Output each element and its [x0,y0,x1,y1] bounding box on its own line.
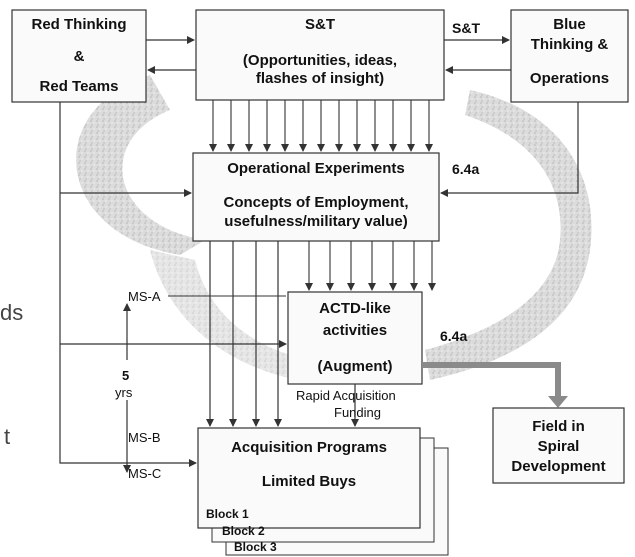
ms-c-label: MS-C [128,466,162,481]
field-line2: Spiral [537,438,580,455]
cut-text-ds: ds [0,300,24,325]
field-line3: Development [511,458,606,475]
opexp-to-actd-arrows [305,241,436,291]
st-box [195,9,445,101]
block-1-label: Block 1 [206,507,249,521]
cut-text-t: t [4,424,11,449]
red-left-feedback [59,102,197,467]
acquisition-box [197,427,421,529]
actd-to-field-arrowhead [548,396,568,408]
st-subtitle2: flashes of insight) [255,70,385,87]
block-2-label: Block 2 [222,524,265,538]
years-unit-label: yrs [115,385,133,400]
acq-line1: Acquisition Programs [231,439,387,456]
actd-box [287,291,423,385]
st-subtitle: (Opportunities, ideas, [242,52,398,69]
block-3-label: Block 3 [234,540,277,554]
rapid-acquisition-label: Rapid Acquisition [296,388,396,403]
acq-line2: Limited Buys [261,473,357,490]
actd-line3: (Augment) [317,358,393,375]
actd-code-label: 6.4a [440,328,468,344]
opexp-to-acq-arrows [206,241,282,427]
st-title: S&T [305,16,335,33]
blue-line1: Blue [553,16,586,33]
st-arrow-label: S&T [452,20,480,36]
red-thinking-box [11,9,147,103]
blue-line3: Operations [529,70,610,87]
blue-line2: Thinking & [530,36,609,53]
actd-line2: activities [322,322,388,339]
opexp-code-label: 6.4a [452,161,480,177]
blue-thinking-box [510,9,629,103]
actd-to-field-arrow [422,362,561,398]
field-line1: Field in [532,418,585,435]
opexp-line2: Concepts of Employment, [223,194,409,211]
field-box [492,407,625,484]
ms-a-label: MS-A [128,289,161,304]
st-to-opexp-arrows [209,100,433,152]
years-number-label: 5 [122,368,130,383]
opexp-title: Operational Experiments [227,160,405,177]
red-thinking-line3: Red Teams [39,78,119,95]
blue-to-opexp-arrow [440,102,579,197]
funding-label: Funding [334,405,381,420]
red-thinking-line2: & [73,48,85,65]
opexp-line3: usefulness/military value) [224,213,408,230]
actd-line1: ACTD-like [319,300,391,317]
operational-experiments-box [192,152,440,242]
ms-b-label: MS-B [128,430,161,445]
red-thinking-line1: Red Thinking [31,16,127,33]
spiral-band [76,75,592,380]
